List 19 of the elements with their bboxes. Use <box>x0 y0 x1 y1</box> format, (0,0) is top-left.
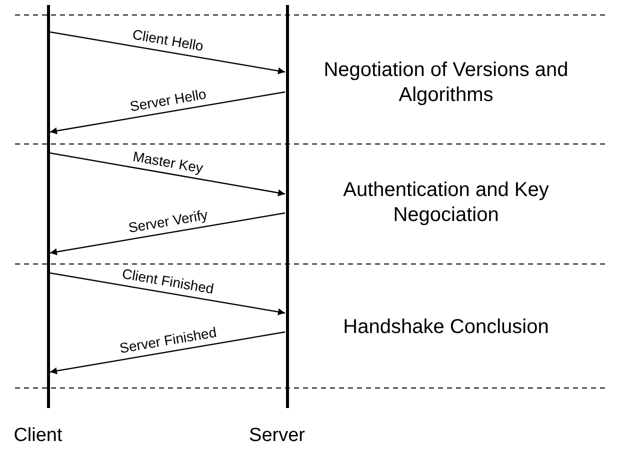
lifeline-label: Server <box>249 424 305 448</box>
lifeline <box>286 5 288 408</box>
arrow <box>50 272 286 316</box>
phase-label: Handshake Conclusion <box>342 314 550 340</box>
arrow <box>50 91 286 134</box>
phase-label: Authentication and Key Negociation <box>342 178 550 228</box>
edge-label: Client Hello <box>130 26 204 54</box>
arrow <box>50 331 286 374</box>
arrow <box>50 152 286 196</box>
arrow <box>50 212 286 256</box>
lifeline <box>46 5 50 408</box>
edge-label: Server Hello <box>128 86 207 114</box>
edge-label: Server Verify <box>126 206 208 236</box>
edge-label: Master Key <box>131 148 204 176</box>
arrow <box>50 31 286 74</box>
phase-label: Negotiation of Versions and Algorithms <box>322 58 570 108</box>
edge-label: Client Finished <box>120 265 214 297</box>
edge-label: Server Finished <box>118 324 218 356</box>
lifeline-label: Client <box>14 424 62 448</box>
